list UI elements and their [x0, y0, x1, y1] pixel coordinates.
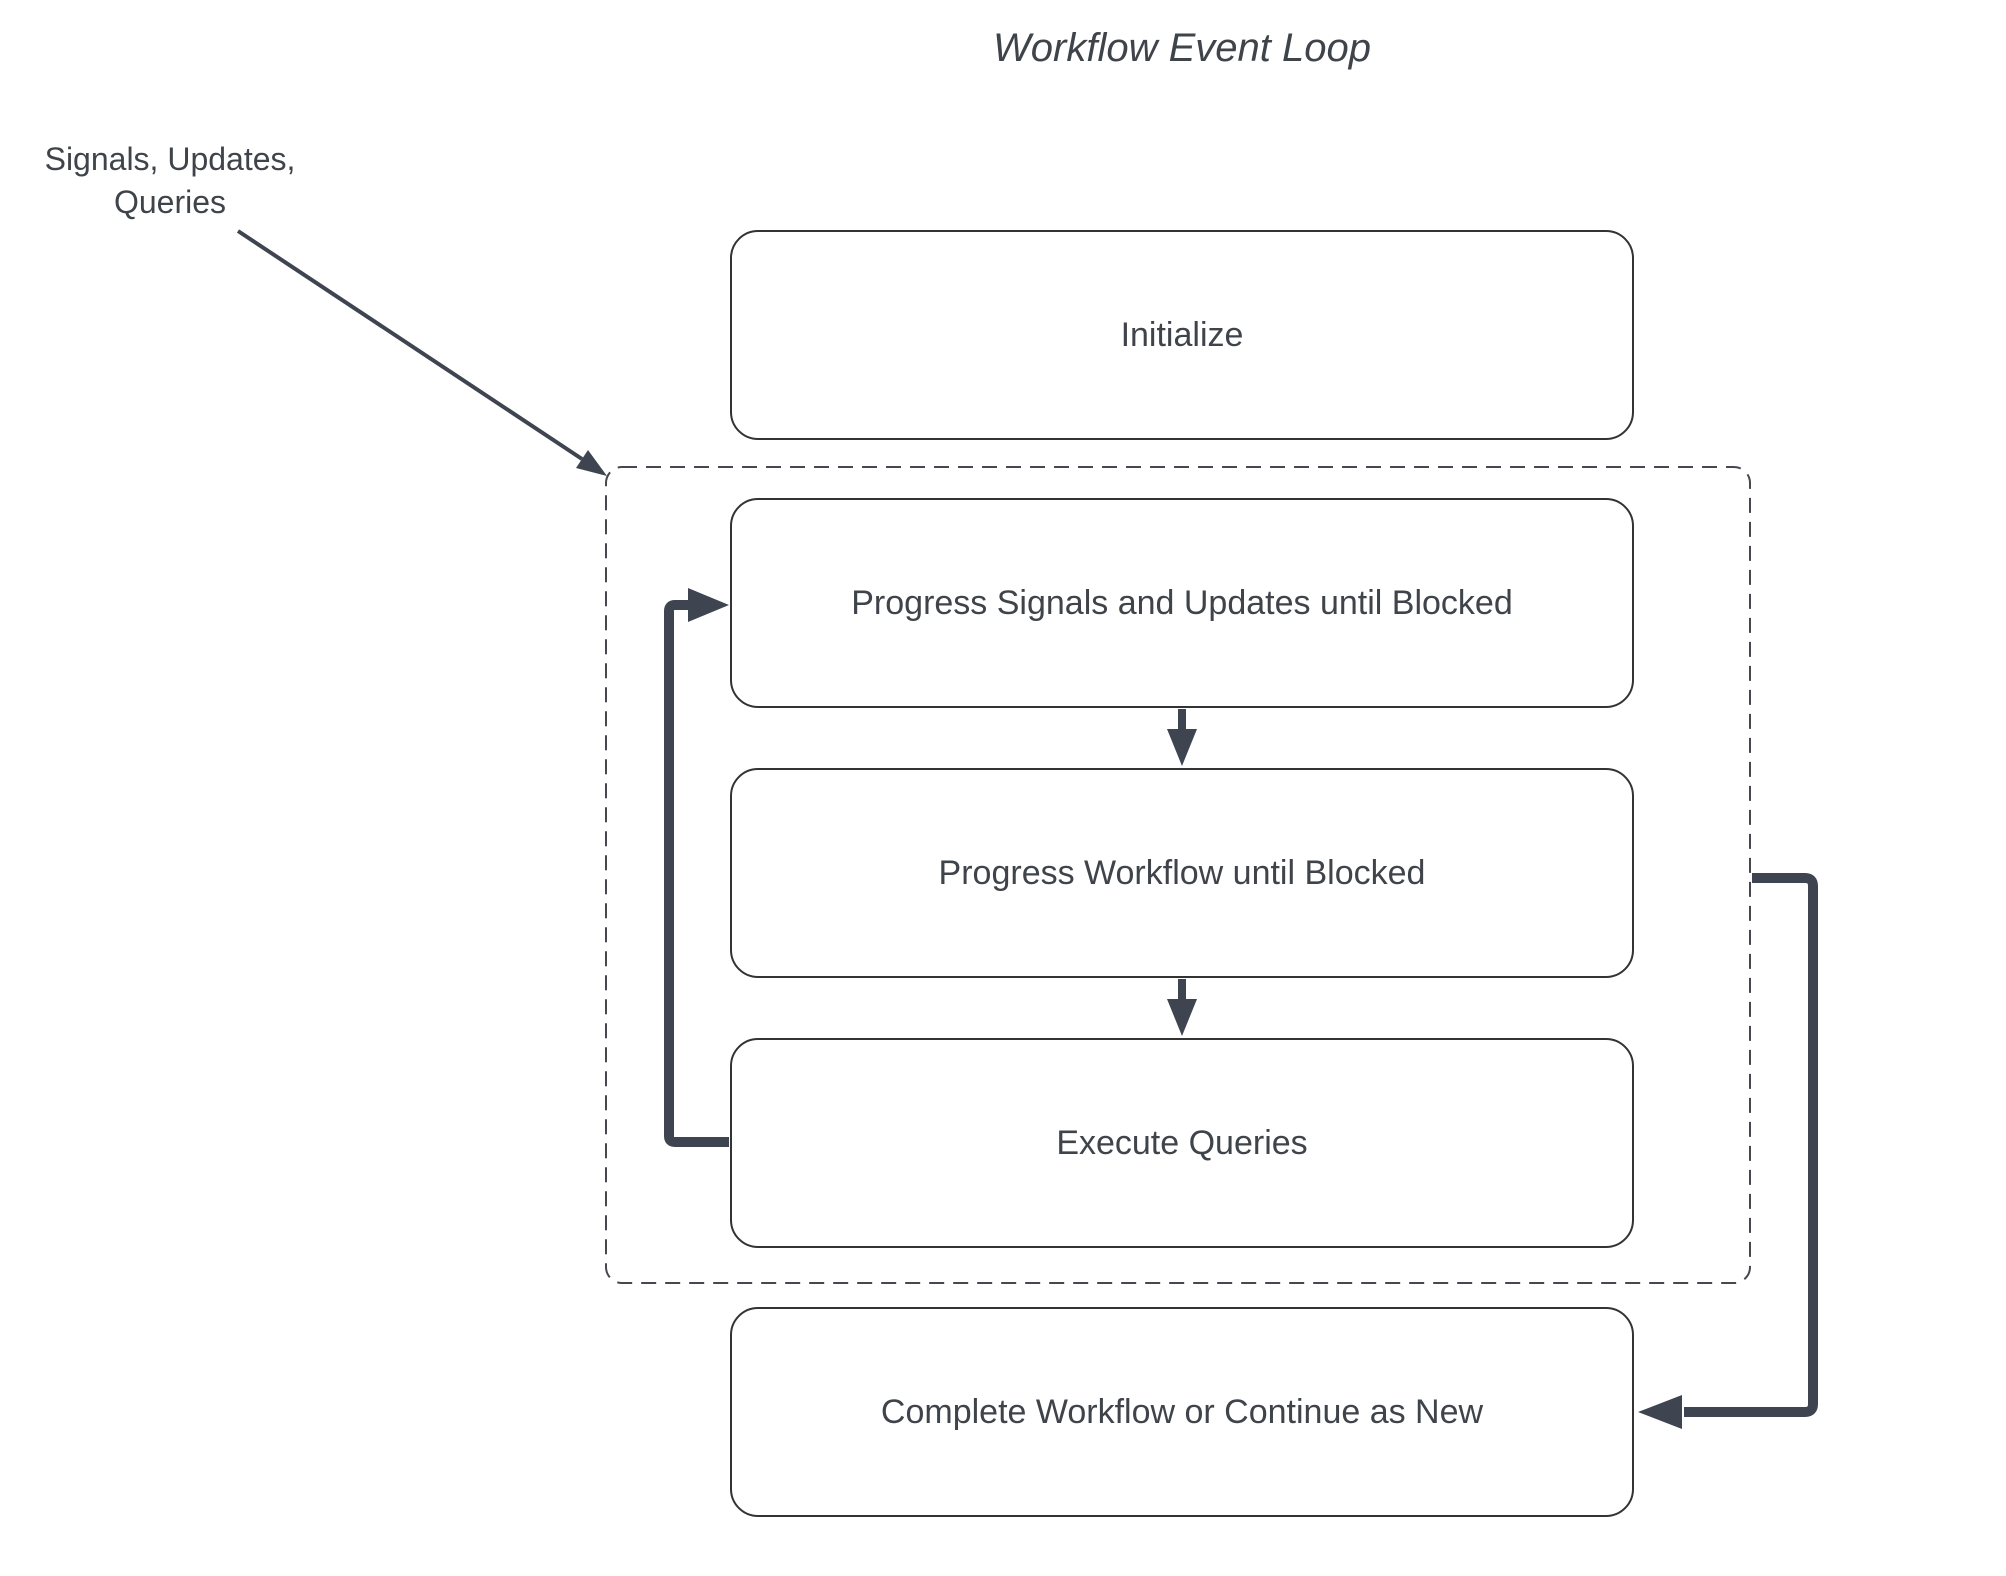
input-events-label: Signals, Updates, Queries	[28, 138, 312, 224]
loop-back-arrow	[664, 588, 729, 1147]
node-complete-workflow: Complete Workflow or Continue as New	[730, 1307, 1634, 1517]
node-execute-queries-label: Execute Queries	[1056, 1123, 1308, 1162]
signals-input-arrow	[236, 229, 607, 476]
node-execute-queries: Execute Queries	[730, 1038, 1634, 1248]
node-progress-workflow: Progress Workflow until Blocked	[730, 768, 1634, 978]
arrow-progress-signals-to-progress-workflow	[1167, 709, 1197, 766]
input-events-label-line2: Queries	[113, 183, 227, 220]
exit-loop-arrow	[1638, 873, 1818, 1429]
event-loop-dashed-container	[605, 466, 1751, 1284]
node-progress-signals-and-updates: Progress Signals and Updates until Block…	[730, 498, 1634, 708]
input-events-label-line1: Signals, Updates,	[44, 141, 296, 177]
node-initialize: Initialize	[730, 230, 1634, 440]
node-progress-signals-and-updates-label: Progress Signals and Updates until Block…	[851, 583, 1513, 622]
diagram-title: Workflow Event Loop	[993, 26, 1371, 70]
node-progress-workflow-label: Progress Workflow until Blocked	[938, 853, 1426, 892]
arrow-progress-workflow-to-execute-queries	[1167, 979, 1197, 1036]
node-initialize-label: Initialize	[1120, 315, 1244, 354]
node-complete-workflow-label: Complete Workflow or Continue as New	[880, 1392, 1484, 1431]
